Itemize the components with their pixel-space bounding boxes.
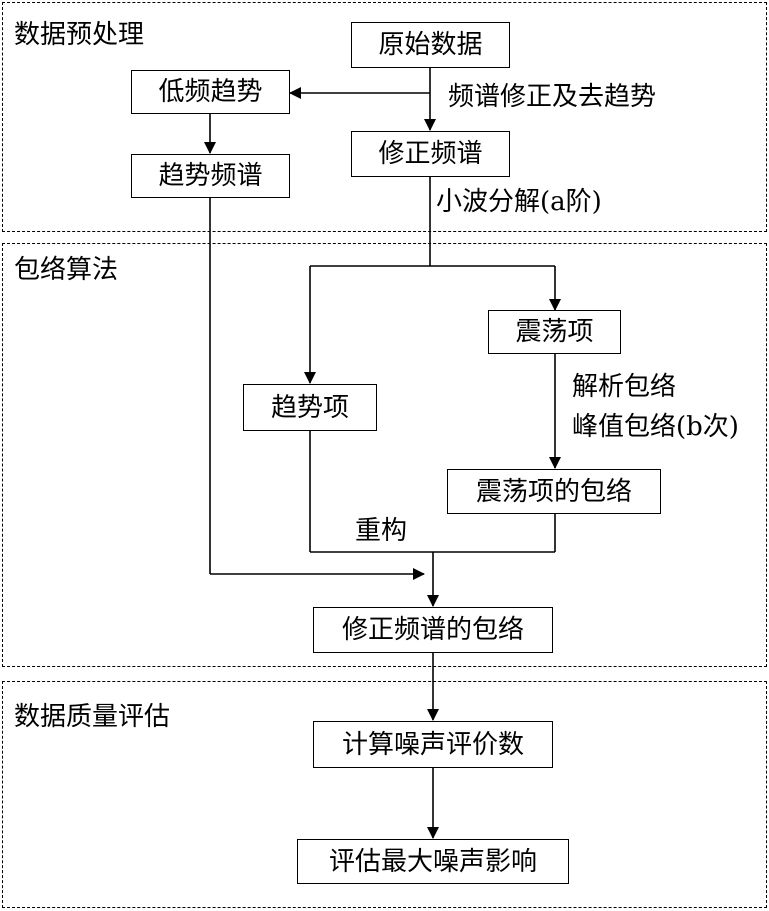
label-reconstruct: 重构 xyxy=(355,516,408,546)
section-title-envelope: 包络算法 xyxy=(14,255,119,285)
section-preprocess xyxy=(2,2,767,232)
node-corrected-spectrum-envelope: 修正频谱的包络 xyxy=(313,607,553,653)
label-analytic-envelope: 解析包络 xyxy=(572,372,677,402)
label-wavelet: 小波分解(a阶) xyxy=(436,187,602,217)
section-title-preprocess: 数据预处理 xyxy=(14,20,145,50)
node-corrected-spectrum: 修正频谱 xyxy=(351,131,510,177)
node-trend-term: 趋势项 xyxy=(243,384,377,431)
node-oscillation-envelope: 震荡项的包络 xyxy=(447,469,661,514)
node-low-freq-trend: 低频趋势 xyxy=(131,70,290,114)
node-oscillation-term: 震荡项 xyxy=(488,310,621,354)
section-envelope xyxy=(2,243,767,667)
label-peak-envelope: 峰值包络(b次) xyxy=(572,412,739,442)
section-title-quality: 数据质量评估 xyxy=(14,702,171,732)
section-quality xyxy=(2,681,767,908)
node-compute-noise-index: 计算噪声评价数 xyxy=(313,721,553,768)
label-spectrum-correction: 频谱修正及去趋势 xyxy=(448,82,657,112)
node-trend-spectrum: 趋势频谱 xyxy=(131,154,290,198)
node-evaluate-max-noise: 评估最大噪声影响 xyxy=(297,839,569,884)
node-raw-data: 原始数据 xyxy=(351,22,510,68)
